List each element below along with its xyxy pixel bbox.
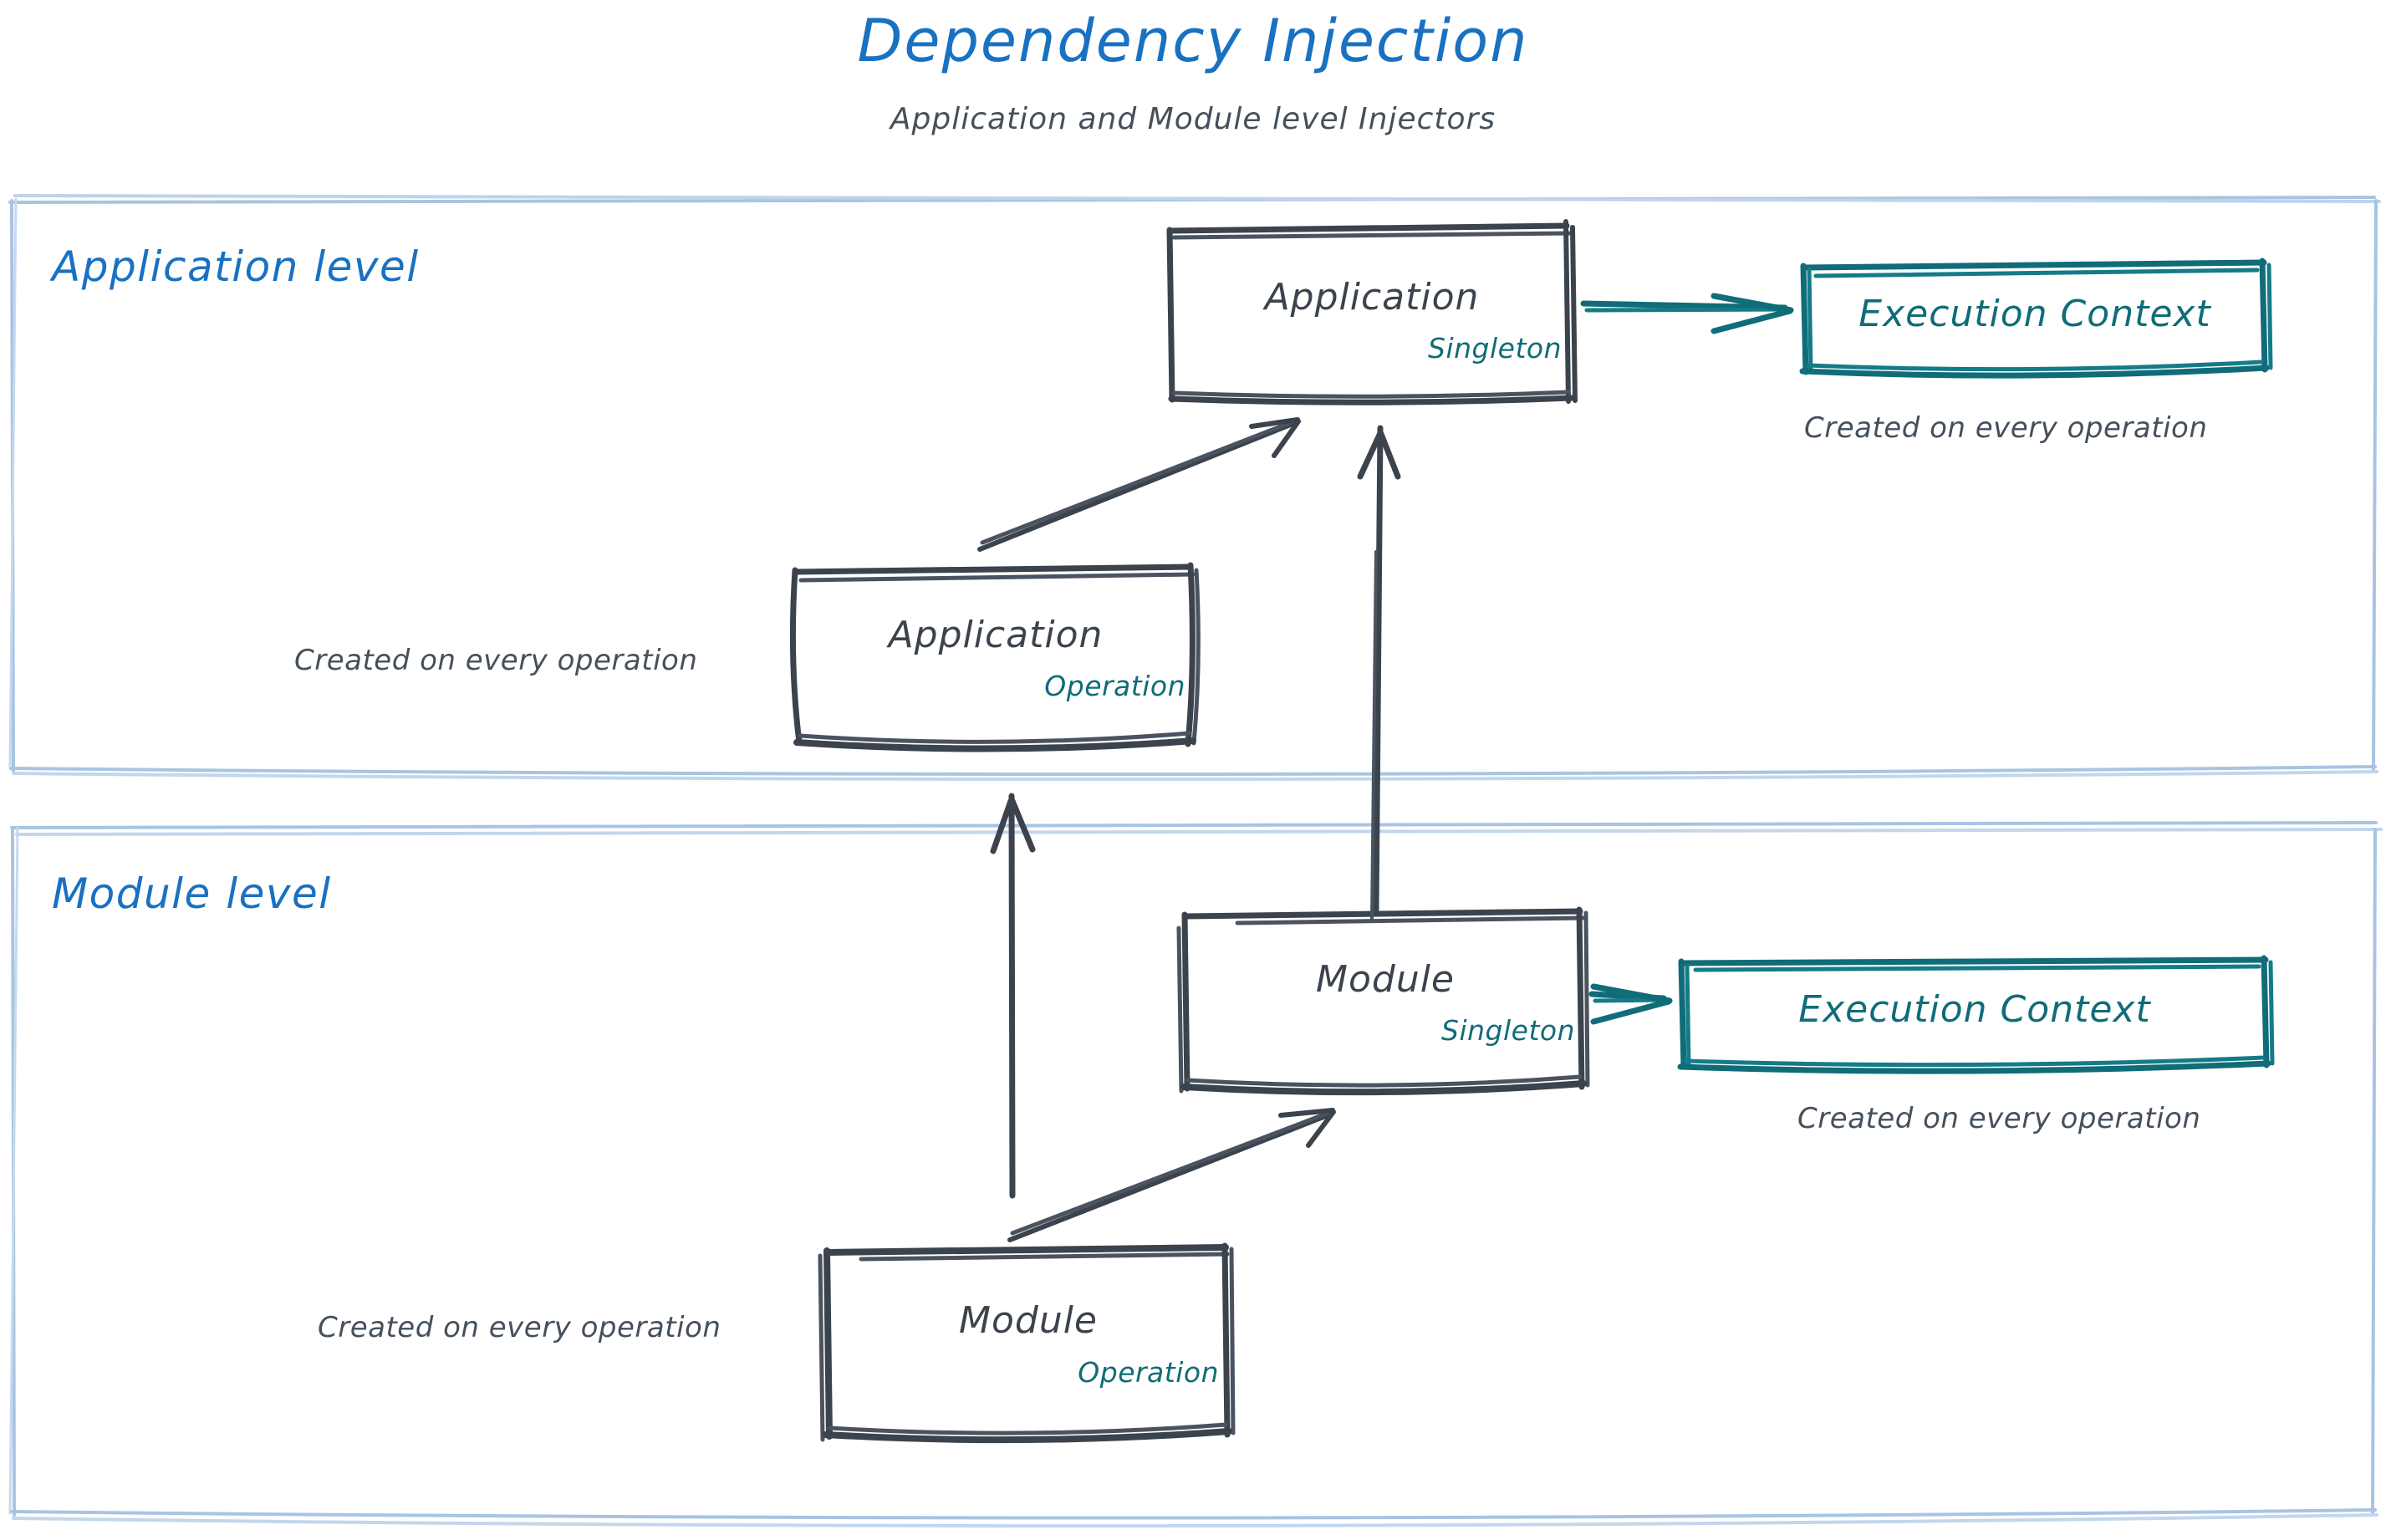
node-execution-context-module[interactable]: Execution Context [1680, 960, 2269, 1068]
group-label-module-level: Module level [52, 869, 332, 918]
edge-module-operation-to-module-singleton [1007, 1108, 1336, 1242]
node-scope-application-operation: Operation [1044, 670, 1185, 702]
node-title-application-operation: Application [888, 614, 1104, 656]
node-application-singleton[interactable]: Application Singleton [1170, 227, 1573, 401]
node-scope-application-singleton: Singleton [1428, 332, 1562, 365]
node-execution-context-application[interactable]: Execution Context [1802, 263, 2267, 373]
node-title-execution-context-module: Execution Context [1798, 988, 2151, 1031]
caption-execution-context-module: Created on every operation [1797, 1102, 2201, 1135]
caption-module-operation: Created on every operation [318, 1311, 721, 1344]
node-application-operation[interactable]: Application Operation [794, 567, 1197, 744]
edge-application-singleton-to-execution-context [1580, 293, 1794, 334]
node-title-module-singleton: Module [1316, 958, 1455, 1001]
node-scope-module-singleton: Singleton [1441, 1014, 1575, 1047]
edge-module-singleton-to-execution-context [1588, 983, 1673, 1025]
caption-application-operation: Created on every operation [294, 644, 698, 677]
node-title-execution-context-application: Execution Context [1858, 293, 2211, 335]
node-module-singleton[interactable]: Module Singleton [1184, 911, 1587, 1089]
node-title-module-operation: Module [959, 1299, 1098, 1342]
node-scope-module-operation: Operation [1078, 1356, 1219, 1389]
page-subtitle: Application and Module level Injectors [890, 102, 1496, 136]
page-title: Dependency Injection [857, 7, 1529, 75]
edge-application-operation-to-application-singleton [977, 417, 1301, 552]
node-title-application-singleton: Application [1264, 276, 1480, 319]
edge-module-singleton-to-application-singleton [1357, 425, 1401, 921]
group-label-application-level: Application level [52, 242, 420, 291]
node-module-operation[interactable]: Module Operation [826, 1247, 1231, 1436]
edge-module-operation-to-application-level [990, 793, 1036, 1199]
caption-execution-context-application: Created on every operation [1804, 411, 2208, 445]
